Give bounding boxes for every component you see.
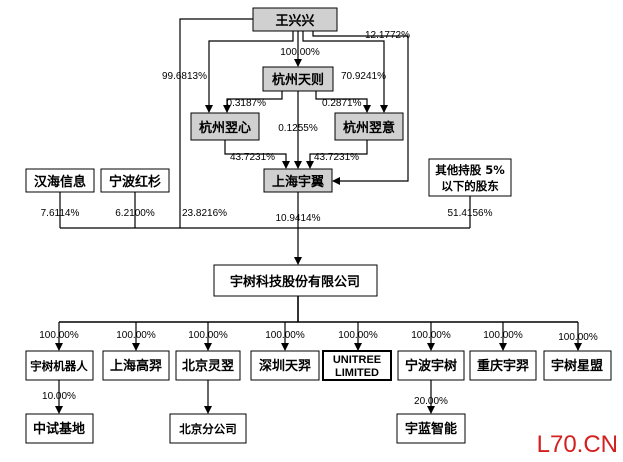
- pct-sub-robot: 100.00%: [39, 330, 79, 341]
- pct-tz-yiyi: 0.2871%: [322, 98, 362, 109]
- pct-sub-xingmeng: 100.00%: [558, 332, 598, 343]
- pct-sub-nbyushu: 100.00%: [411, 330, 451, 341]
- pct-yixin-yuji: 43.7231%: [230, 152, 275, 163]
- svg-text:深圳天羿: 深圳天羿: [259, 358, 311, 374]
- svg-text:宇树星盟: 宇树星盟: [551, 358, 603, 374]
- svg-text:宇树科技股份有限公司: 宇树科技股份有限公司: [230, 274, 360, 290]
- pct-ww-yixin: 99.6813%: [162, 71, 207, 82]
- pct-sub-lingyi: 100.00%: [188, 330, 228, 341]
- pct-robot-zhongshi: 10.00%: [42, 391, 76, 402]
- node-nb-hongshan: 宁波红杉: [100, 168, 170, 193]
- node-robot: 宇树机器人: [25, 350, 94, 381]
- node-wangxingxing: 王兴兴: [252, 7, 338, 32]
- node-hanhai: 汉海信息: [25, 168, 95, 193]
- pct-ww-yushu: 23.8216%: [182, 208, 227, 219]
- pct-nbyushu-yulan: 20.00%: [414, 396, 448, 407]
- svg-text:宇树机器人: 宇树机器人: [30, 359, 88, 373]
- node-cq-yuyi: 重庆宇羿: [469, 350, 537, 381]
- pct-sub-yuyi: 100.00%: [483, 330, 523, 341]
- svg-text:宇蓝智能: 宇蓝智能: [405, 421, 457, 437]
- svg-text:UNITREE: UNITREE: [333, 354, 381, 366]
- node-zhongshi: 中试基地: [25, 413, 94, 444]
- pct-yuji: 10.9414%: [275, 213, 320, 224]
- pct-tz-yuji: 0.1255%: [278, 123, 318, 134]
- pct-sub-tianyi: 100.00%: [265, 330, 305, 341]
- svg-text:北京灵翌: 北京灵翌: [182, 358, 234, 374]
- node-hz-yiyi: 杭州翌意: [334, 112, 404, 141]
- svg-text:宁波宇树: 宁波宇树: [405, 358, 457, 374]
- node-others: 其他持股 5% 以下的股东: [428, 158, 512, 197]
- svg-text:北京分公司: 北京分公司: [179, 422, 237, 436]
- percent-labels: 100.00% 99.6813% 70.9241% 12.1772% 0.318…: [39, 30, 598, 407]
- svg-text:上海高羿: 上海高羿: [110, 358, 162, 374]
- svg-text:上海宇翼: 上海宇翼: [272, 174, 324, 190]
- svg-text:汉海信息: 汉海信息: [34, 174, 86, 190]
- connector-lines: [55, 18, 582, 414]
- node-hz-yixin: 杭州翌心: [190, 112, 260, 141]
- node-xingmeng: 宇树星盟: [543, 350, 612, 381]
- pct-others: 51.4156%: [447, 208, 492, 219]
- pct-hongshan: 6.2100%: [115, 208, 155, 219]
- svg-text:LIMITED: LIMITED: [335, 367, 379, 379]
- pct-ww-yuji: 12.1772%: [365, 30, 410, 41]
- node-hz-tianze: 杭州天则: [262, 66, 334, 92]
- svg-text:以下的股东: 以下的股东: [441, 179, 499, 193]
- node-unitree: UNITREE LIMITED: [322, 350, 392, 381]
- pct-yiyi-yuji: 43.7231%: [314, 152, 359, 163]
- svg-text:杭州翌心: 杭州翌心: [199, 120, 251, 136]
- node-bj-branch: 北京分公司: [169, 413, 247, 444]
- svg-text:王兴兴: 王兴兴: [275, 13, 314, 29]
- watermark: L70.CN: [537, 431, 618, 458]
- node-sz-tianyi: 深圳天羿: [250, 350, 320, 381]
- svg-text:重庆宇羿: 重庆宇羿: [477, 358, 529, 374]
- pct-tz-yixin: 0.3187%: [227, 98, 267, 109]
- pct-ww-tianze: 100.00%: [280, 47, 320, 58]
- node-yulan: 宇蓝智能: [396, 413, 466, 444]
- pct-hanhai: 7.6114%: [41, 208, 80, 219]
- node-sh-yuji: 上海宇翼: [263, 168, 333, 193]
- svg-text:其他持股 5%: 其他持股 5%: [435, 163, 505, 177]
- svg-text:杭州天则: 杭州天则: [272, 72, 324, 88]
- node-bj-lingyi: 北京灵翌: [175, 350, 241, 381]
- svg-text:杭州翌意: 杭州翌意: [343, 120, 395, 136]
- pct-sub-unitree: 100.00%: [338, 330, 378, 341]
- node-yushu: 宇树科技股份有限公司: [213, 264, 378, 297]
- pct-sub-gaoyi: 100.00%: [116, 330, 156, 341]
- node-nb-yushu: 宁波宇树: [397, 350, 465, 381]
- svg-text:宁波红杉: 宁波红杉: [109, 174, 161, 190]
- node-sh-gaoyi: 上海高羿: [102, 350, 170, 381]
- svg-text:中试基地: 中试基地: [33, 421, 85, 437]
- pct-ww-yiyi: 70.9241%: [341, 71, 386, 82]
